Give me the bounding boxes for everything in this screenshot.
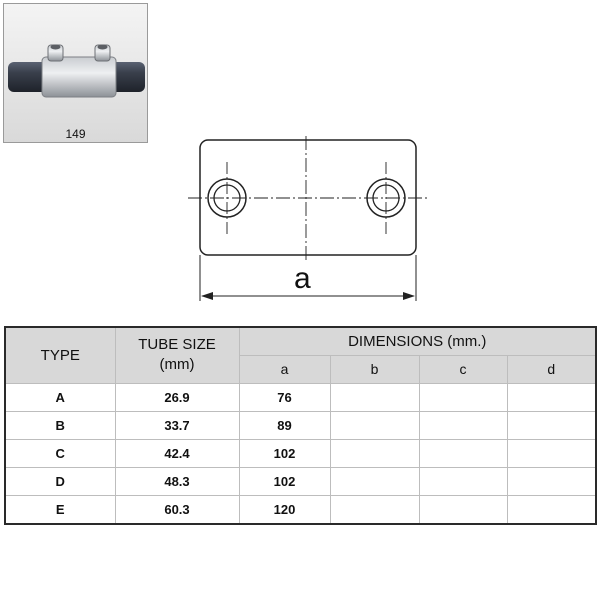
table-row: D 48.3 102 bbox=[4, 466, 597, 496]
header-tube-size-line2: (mm) bbox=[159, 356, 195, 374]
header-type: TYPE bbox=[4, 326, 116, 384]
cell-b bbox=[329, 438, 420, 468]
cell-type: C bbox=[4, 438, 116, 468]
cell-a: 102 bbox=[238, 438, 331, 468]
header-tube-size: TUBE SIZE (mm) bbox=[114, 326, 240, 384]
cell-d bbox=[506, 466, 597, 496]
technical-drawing bbox=[188, 136, 428, 301]
header-tube-size-line1: TUBE SIZE bbox=[138, 336, 216, 354]
dimensions-table: TYPE TUBE SIZE (mm) DIMENSIONS (mm.) a b… bbox=[4, 326, 598, 525]
cell-tube-size: 48.3 bbox=[114, 466, 240, 496]
cell-b bbox=[329, 494, 420, 524]
cell-d bbox=[506, 494, 597, 524]
cell-c bbox=[418, 494, 508, 524]
cell-tube-size: 26.9 bbox=[114, 382, 240, 412]
cell-tube-size: 42.4 bbox=[114, 438, 240, 468]
plate-outline bbox=[199, 139, 417, 256]
cell-d bbox=[506, 382, 597, 412]
product-code: 149 bbox=[65, 127, 86, 141]
cell-tube-size: 33.7 bbox=[114, 410, 240, 440]
dimension-arrow-left bbox=[201, 292, 213, 300]
header-col-d: d bbox=[506, 354, 597, 384]
cell-c bbox=[418, 410, 508, 440]
cell-tube-size: 60.3 bbox=[114, 494, 240, 524]
header-col-b: b bbox=[329, 354, 420, 384]
cell-c bbox=[418, 466, 508, 496]
header-dimensions: DIMENSIONS (mm.) bbox=[238, 326, 597, 356]
cell-type: B bbox=[4, 410, 116, 440]
cell-type: E bbox=[4, 494, 116, 524]
cell-type: D bbox=[4, 466, 116, 496]
cell-d bbox=[506, 410, 597, 440]
table-row: C 42.4 102 bbox=[4, 438, 597, 468]
table-row: E 60.3 120 bbox=[4, 494, 597, 524]
dimension-label-a: a bbox=[294, 262, 311, 295]
cell-a: 76 bbox=[238, 382, 331, 412]
header-col-c: c bbox=[418, 354, 508, 384]
cell-b bbox=[329, 382, 420, 412]
cell-b bbox=[329, 410, 420, 440]
cell-c bbox=[418, 438, 508, 468]
cell-type: A bbox=[4, 382, 116, 412]
cell-a: 120 bbox=[238, 494, 331, 524]
dimension-arrow-right bbox=[403, 292, 415, 300]
header-col-a: a bbox=[238, 354, 331, 384]
cell-d bbox=[506, 438, 597, 468]
tube-connector-image bbox=[8, 44, 145, 98]
table-row: B 33.7 89 bbox=[4, 410, 597, 440]
cell-a: 102 bbox=[238, 466, 331, 496]
table-row: A 26.9 76 bbox=[4, 382, 597, 412]
cell-a: 89 bbox=[238, 410, 331, 440]
cell-b bbox=[329, 466, 420, 496]
product-photo: 149 bbox=[3, 3, 148, 143]
cell-c bbox=[418, 382, 508, 412]
